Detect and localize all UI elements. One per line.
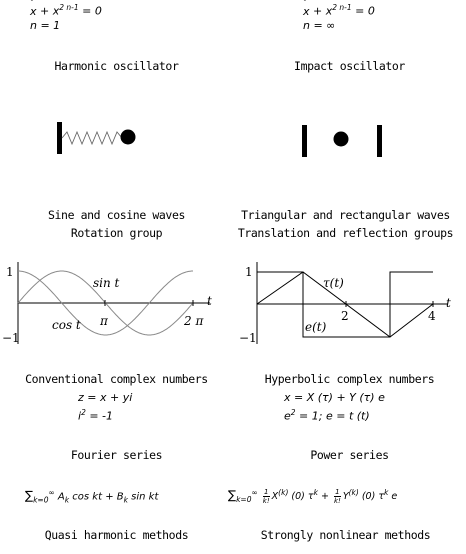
- mass-ball: [333, 131, 349, 147]
- harmonic-equation-var: x: [30, 5, 37, 18]
- coef-a-sub: k: [64, 495, 70, 505]
- sum-lower: k=0: [33, 495, 49, 505]
- sum-upper: ∞: [251, 488, 258, 497]
- impact-equation-var: x: [303, 5, 310, 18]
- spring: [61, 130, 123, 146]
- right-waves-label: Triangular and rectangular waves: [241, 208, 450, 222]
- y-tick-bottom: −1: [239, 331, 257, 345]
- right-numbers-title: Hyperbolic complex numbers: [264, 372, 435, 386]
- sum-lower: k=0: [236, 495, 252, 505]
- left-methods-label: Quasi harmonic methods: [44, 528, 189, 542]
- wall-bar: [57, 122, 62, 154]
- left-wall-bar: [302, 125, 307, 157]
- sin-term: sin kt: [127, 491, 159, 503]
- impact-oscillator-illustration: [302, 125, 382, 157]
- harmonic-equation-plus: + x: [36, 4, 60, 18]
- left-numbers-eq2-rhs: = -1: [85, 409, 114, 423]
- y-deriv: Y: [342, 491, 349, 503]
- sin-label: sin t: [93, 276, 120, 290]
- coef-a: A: [54, 491, 65, 503]
- harmonic-equation-exponent: 2 n-1: [59, 3, 79, 12]
- x-deriv-arg: (0) τ: [288, 491, 314, 503]
- right-numbers-eq1: x = X (τ) + Y (τ) e: [284, 391, 385, 404]
- impact-equation: x + x2 n-1 = 0: [303, 3, 375, 18]
- fraction-1-num: 1: [262, 488, 270, 498]
- fraction-2-den: k!: [333, 497, 341, 506]
- right-numbers-eq2-exp: 2: [290, 408, 296, 417]
- left-numbers-title: Conventional complex numbers: [25, 372, 208, 386]
- left-numbers-eq2: i2 = -1: [78, 408, 113, 423]
- impact-equation-plus: + x: [309, 4, 333, 18]
- y-tick-top: 1: [245, 265, 253, 279]
- x-tick-pi: π: [99, 314, 109, 328]
- triangle-rectangle-plot: 1 −1 2 4 t τ(t) e(t): [239, 262, 451, 345]
- left-numbers-eq2-exp: 2: [81, 408, 86, 417]
- x-deriv-order: (k): [278, 488, 289, 497]
- right-numbers-eq2: e2 = 1; e = t (t): [284, 408, 370, 423]
- right-group-label: Translation and reflection groups: [237, 226, 454, 240]
- right-numbers-eq2-rhs: = 1; e = t (t): [295, 409, 370, 423]
- tau-label: τ(t): [323, 276, 344, 290]
- rectangular-wave: [257, 271, 433, 338]
- sum-symbol: ∑: [25, 488, 34, 503]
- x-tick-4: 4: [428, 309, 436, 323]
- right-numbers-eq2-base: e: [284, 409, 291, 423]
- fraction-1-den: k!: [262, 497, 270, 506]
- y-deriv-order: (k): [348, 488, 359, 497]
- left-numbers-eq1: z = x + yi: [78, 391, 133, 404]
- axis-label-t: t: [446, 296, 451, 310]
- fourier-formula: ∑k=0∞ Ak cos kt + Bk sin kt: [25, 488, 158, 504]
- right-series-title: Power series: [310, 448, 389, 462]
- impact-equation-rhs: = 0: [351, 4, 375, 18]
- sum-symbol: ∑: [228, 488, 237, 503]
- plus: +: [317, 491, 332, 503]
- left-waves-label: Sine and cosine waves: [48, 208, 185, 222]
- e-unit: e: [388, 491, 398, 503]
- axis-label-t: t: [207, 294, 212, 308]
- x-tick-two-pi: 2 π: [183, 314, 204, 328]
- y-tick-bottom: −1: [2, 331, 20, 345]
- impact-n-value: n = ∞: [303, 19, 336, 32]
- x-deriv: X: [271, 491, 279, 503]
- left-series-title: Fourier series: [70, 448, 163, 462]
- x-tick-2: 2: [341, 309, 349, 323]
- right-wall-bar: [377, 125, 382, 157]
- left-group-label: Rotation group: [70, 226, 163, 240]
- y-deriv-power: k: [384, 488, 389, 497]
- harmonic-title: Harmonic oscillator: [54, 59, 179, 73]
- fraction-2-num: 1: [333, 488, 341, 498]
- y-tick-top: 1: [6, 265, 14, 279]
- impact-equation-exponent: 2 n-1: [332, 3, 352, 12]
- sine-cosine-plot: 1 −1 π 2 π t sin t cos t: [2, 262, 212, 345]
- harmonic-equation: x + x2 n-1 = 0: [30, 3, 102, 18]
- impact-title: Impact oscillator: [294, 59, 405, 73]
- left-numbers-eq2-base: i: [78, 409, 82, 423]
- cosine-curve: [18, 270, 193, 336]
- x-deriv-power: k: [313, 488, 318, 497]
- mass-ball: [120, 129, 136, 145]
- cos-label: cos t: [52, 318, 81, 332]
- e-label: e(t): [305, 320, 327, 334]
- harmonic-n-value: n = 1: [30, 19, 61, 32]
- harmonic-equation-rhs: = 0: [78, 4, 102, 18]
- sum-upper: ∞: [48, 488, 55, 497]
- coef-b-sub: k: [123, 495, 128, 505]
- cos-term: cos kt + B: [69, 491, 124, 503]
- harmonic-oscillator-illustration: [57, 122, 136, 154]
- y-deriv-arg: (0) τ: [358, 491, 385, 503]
- right-methods-label: Strongly nonlinear methods: [260, 528, 431, 542]
